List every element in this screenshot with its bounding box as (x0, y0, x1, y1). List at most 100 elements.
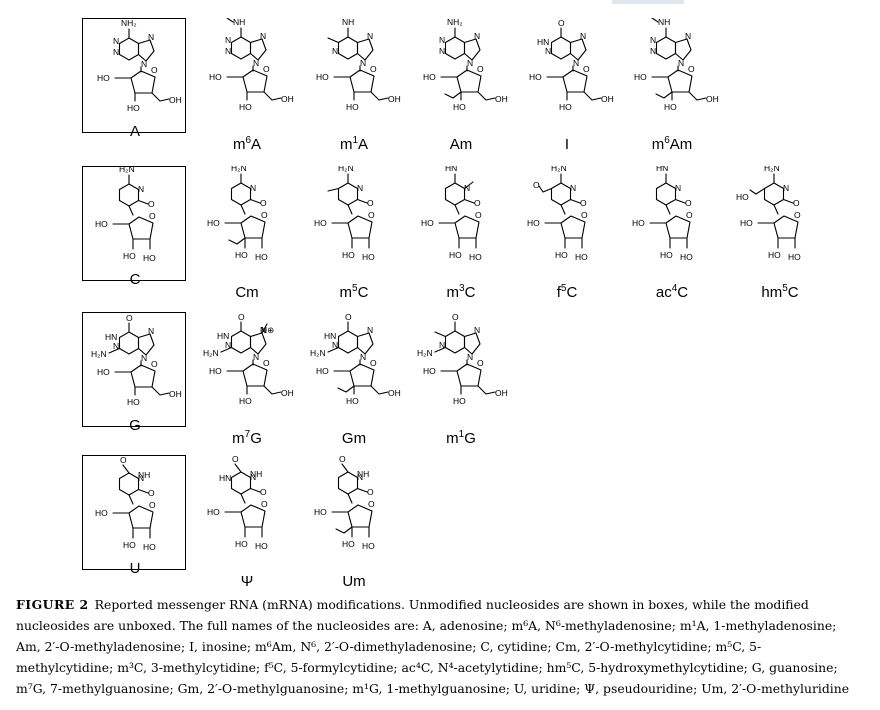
nucleoside-name: m1A (302, 136, 406, 154)
imide-label: NH (250, 469, 262, 479)
amine-label: HN (656, 166, 668, 173)
carbonyl-bond (137, 488, 149, 494)
nucleoside-name-superscript: 1 (352, 135, 359, 146)
nucleoside-name-superscript: 4 (671, 283, 678, 294)
ribose-ring (130, 364, 156, 388)
glycosidic-bond (454, 204, 460, 215)
nitrogen-label: N (360, 58, 366, 68)
hydroxyl-label: HO (346, 102, 359, 112)
methyl-bond (226, 18, 234, 23)
bond (477, 385, 496, 395)
nucleoside-name-suffix: C (566, 284, 578, 301)
nucleoside-name-superscript: 6 (245, 135, 252, 146)
nucleoside-name: Cm (195, 284, 299, 302)
ring-oxygen-label: O (368, 210, 375, 220)
nitrogen-label: N (148, 32, 154, 42)
nucleoside-name: m7G (195, 430, 299, 448)
hydroxyl-label: HO (207, 507, 220, 517)
methyl-bond (434, 331, 447, 338)
hydroxyl-label: HO (255, 541, 268, 551)
nitrogen-label: N (675, 183, 681, 193)
nitrogen-label: N (253, 352, 259, 362)
nitrogen-label: N (570, 183, 576, 193)
nitrogen-label: N (464, 183, 470, 193)
pyrimidine-ring (230, 182, 252, 206)
nitrogen-label: N (260, 31, 266, 41)
ring-oxygen-label: O (686, 210, 693, 220)
page-top-tab (612, 0, 684, 4)
purine-five-ring (137, 39, 155, 62)
ribose-ring (665, 215, 691, 239)
nitrogen-label: N (367, 31, 373, 41)
amine-bond (108, 347, 121, 354)
nucleoside-name: Ψ (195, 573, 299, 591)
nucleoside-name: m6A (195, 136, 299, 154)
nucleoside-name: I (515, 136, 619, 154)
carbonyl-bond (249, 198, 261, 204)
hydroxyl-label: HO (346, 396, 359, 406)
oxygen-label: O (793, 198, 800, 208)
oxygen-label: O (533, 180, 540, 190)
nitrogen-label: N (253, 58, 259, 68)
oxygen-label: O (367, 487, 374, 497)
hydroxyl-label: HO (788, 252, 801, 262)
hydroxyl-label: HO (342, 539, 355, 549)
hydroxyl-label: HO (362, 252, 375, 262)
hydroxyl-label: OH (495, 388, 508, 398)
nucleoside-name-suffix: C (787, 284, 799, 301)
ring-oxygen-label: O (151, 359, 158, 369)
carbonyl-bond (463, 198, 475, 204)
nucleoside-name: m1G (409, 430, 513, 448)
amine-label: H₂N (310, 348, 326, 358)
pyrimidine-ring (763, 182, 785, 206)
ribose-ring (560, 215, 586, 239)
hydroxyl-label: HO (97, 73, 110, 83)
formyl-bond (538, 185, 553, 193)
nitrogen-label: N (580, 31, 586, 41)
hydroxyl-label: HO (255, 252, 268, 262)
ring-oxygen-label: O (370, 358, 377, 368)
hydroxyl-label: HO (529, 72, 542, 82)
nitrogen-label: N (678, 58, 684, 68)
nucleoside-name: C (83, 271, 187, 289)
nucleoside-name-suffix: C (357, 284, 369, 301)
nitrogen-label: N (225, 46, 231, 56)
oxygen-label: O (148, 488, 155, 498)
hydroxyl-label: OH (388, 388, 401, 398)
methoxy-bond (444, 91, 462, 99)
glycosidic-bond (240, 204, 246, 215)
oxygen-label: O (260, 198, 267, 208)
purine-six-ring (337, 330, 359, 354)
hydroxyl-label: HO (575, 252, 588, 262)
glycosidic-bond (773, 204, 779, 215)
nitrogen-label: N (113, 341, 119, 351)
bond (688, 91, 707, 101)
pyrimidine-ring (118, 472, 140, 496)
figure-label: FIGURE 2 (16, 597, 89, 612)
ribose-ring (128, 216, 154, 240)
methoxy-bond (337, 385, 355, 393)
nitrogen-label: N (141, 353, 147, 363)
carbonyl-bond (569, 198, 581, 204)
purine-five-ring (356, 332, 374, 355)
carbonyl-bond (137, 199, 149, 205)
glycosidic-bond (347, 204, 353, 215)
hydroxyl-label: OH (706, 94, 719, 104)
ring-oxygen-label: O (151, 65, 158, 75)
oxygen-label: O (452, 312, 459, 322)
pyrimidine-ring (444, 182, 466, 206)
hydroxyl-label: HO (664, 102, 677, 112)
hydroxyl-label: HO (314, 507, 327, 517)
ring-oxygen-label: O (149, 211, 156, 221)
hydroxyl-label: HO (143, 542, 156, 552)
nucleoside-name-base: f (556, 284, 561, 301)
ring-oxygen-label: O (794, 210, 801, 220)
